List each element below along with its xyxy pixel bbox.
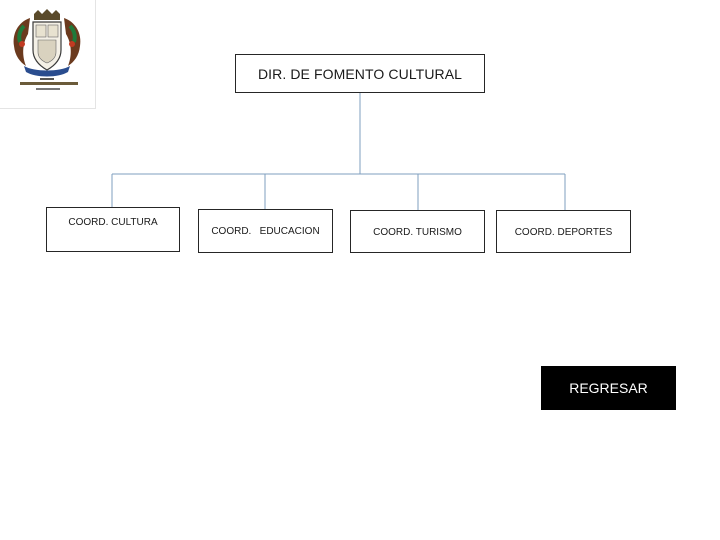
coord-turismo-box[interactable]: COORD. TURISMO [350, 210, 485, 253]
seal-quarter-2 [47, 24, 59, 38]
seal-caption-line-2 [20, 82, 78, 85]
coord-deportes-label: COORD. DEPORTES [514, 226, 613, 238]
regresar-label: REGRESAR [569, 380, 648, 396]
seal-crown [34, 9, 60, 20]
director-label: DIR. DE FOMENTO CULTURAL [257, 65, 463, 82]
coord-educacion-label: COORD. EDUCACION [211, 225, 320, 237]
seal-quarter-1 [35, 24, 47, 38]
seal-right-leaves [68, 24, 77, 43]
seal-left-leaves [17, 24, 26, 43]
municipal-seal-logo [0, 0, 96, 109]
coord-deportes-box[interactable]: COORD. DEPORTES [496, 210, 631, 253]
coord-cultura-label: COORD. CULTURA [68, 217, 158, 228]
coord-cultura-box[interactable]: COORD. CULTURA [46, 207, 180, 252]
director-box[interactable]: DIR. DE FOMENTO CULTURAL [235, 54, 485, 93]
coord-educacion-box[interactable]: COORD. EDUCACION [198, 209, 333, 253]
seal-right-fruit [69, 41, 75, 47]
municipal-seal-icon [13, 9, 81, 90]
coord-turismo-label: COORD. TURISMO [373, 226, 462, 238]
seal-left-fruit [19, 41, 25, 47]
seal-ribbon [24, 66, 70, 77]
seal-caption-line-3 [36, 88, 60, 90]
seal-quarter-3 [37, 39, 57, 64]
seal-caption-line-1 [40, 78, 54, 80]
regresar-button[interactable]: REGRESAR [541, 366, 676, 410]
